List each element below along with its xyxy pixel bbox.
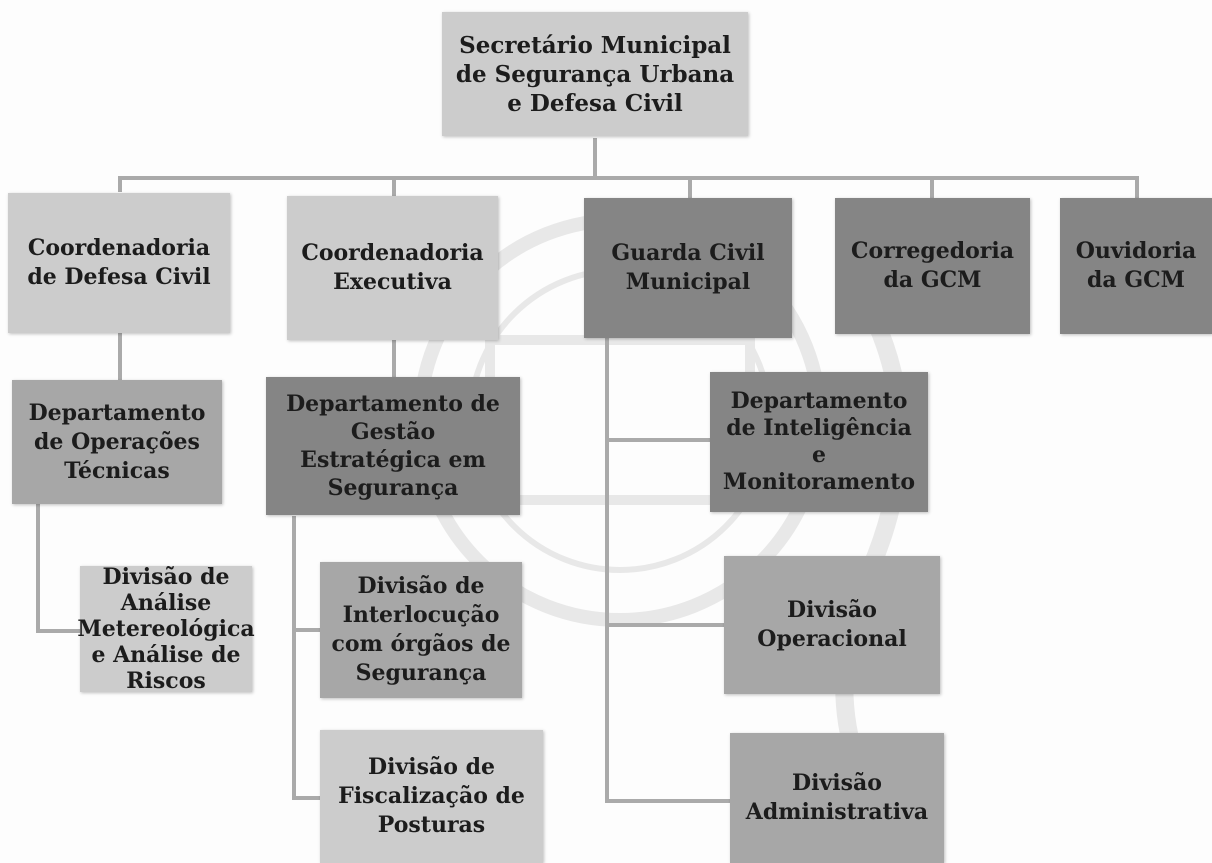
box-coordenadoria-executiva: Coordenadoria Executiva bbox=[287, 196, 498, 340]
connector-to-div-analise bbox=[36, 629, 82, 633]
connector-to-dep-inteligencia bbox=[605, 438, 710, 442]
connector-drop-guarda-civil bbox=[688, 176, 692, 198]
box-divisao-operacional: Divisão Operacional bbox=[724, 556, 940, 694]
connector-root-down bbox=[593, 138, 597, 178]
connector-to-div-fiscalizacao bbox=[292, 796, 321, 800]
box-corregedoria-gcm: Corregedoria da GCM bbox=[835, 198, 1030, 334]
box-ouvidoria-gcm: Ouvidoria da GCM bbox=[1060, 198, 1212, 334]
connector-guarda-civil-down bbox=[605, 337, 609, 803]
connector-dep-gestao-down bbox=[292, 516, 296, 800]
connector-to-div-interlocucao bbox=[292, 628, 321, 632]
box-departamento-operacoes-tecnicas: Departamento de Operações Técnicas bbox=[12, 380, 222, 504]
connector-drop-ouvidoria bbox=[1135, 176, 1139, 198]
box-guarda-civil-municipal: Guarda Civil Municipal bbox=[584, 198, 792, 338]
box-divisao-fiscalizacao-posturas: Divisão de Fiscalização de Posturas bbox=[320, 730, 543, 863]
connector-drop-coord-executiva bbox=[392, 176, 396, 196]
box-secretario-municipal: Secretário Municipal de Segurança Urbana… bbox=[442, 12, 748, 136]
box-divisao-interlocucao: Divisão de Interlocução com órgãos de Se… bbox=[320, 562, 522, 698]
box-departamento-gestao-estrategica: Departamento de Gestão Estratégica em Se… bbox=[266, 377, 520, 515]
connector-dep-operacoes-down bbox=[36, 503, 40, 633]
connector-top-horizontal bbox=[118, 176, 1139, 180]
box-coordenadoria-defesa-civil: Coordenadoria de Defesa Civil bbox=[8, 193, 230, 333]
box-divisao-analise-metereologica: Divisão de Análise Metereológica e Análi… bbox=[77, 564, 255, 694]
connector-drop-corregedoria bbox=[930, 176, 934, 198]
connector-coord-exec-to-dep bbox=[392, 339, 396, 377]
connector-coord-defesa-to-dep bbox=[118, 332, 122, 380]
connector-to-div-administrativa bbox=[605, 799, 730, 803]
connector-to-div-operacional bbox=[605, 623, 725, 627]
box-divisao-administrativa: Divisão Administrativa bbox=[730, 733, 944, 863]
connector-drop-coord-defesa bbox=[118, 176, 122, 192]
box-departamento-inteligencia-monitoramento: Departamento de Inteligência e Monitoram… bbox=[710, 372, 928, 512]
